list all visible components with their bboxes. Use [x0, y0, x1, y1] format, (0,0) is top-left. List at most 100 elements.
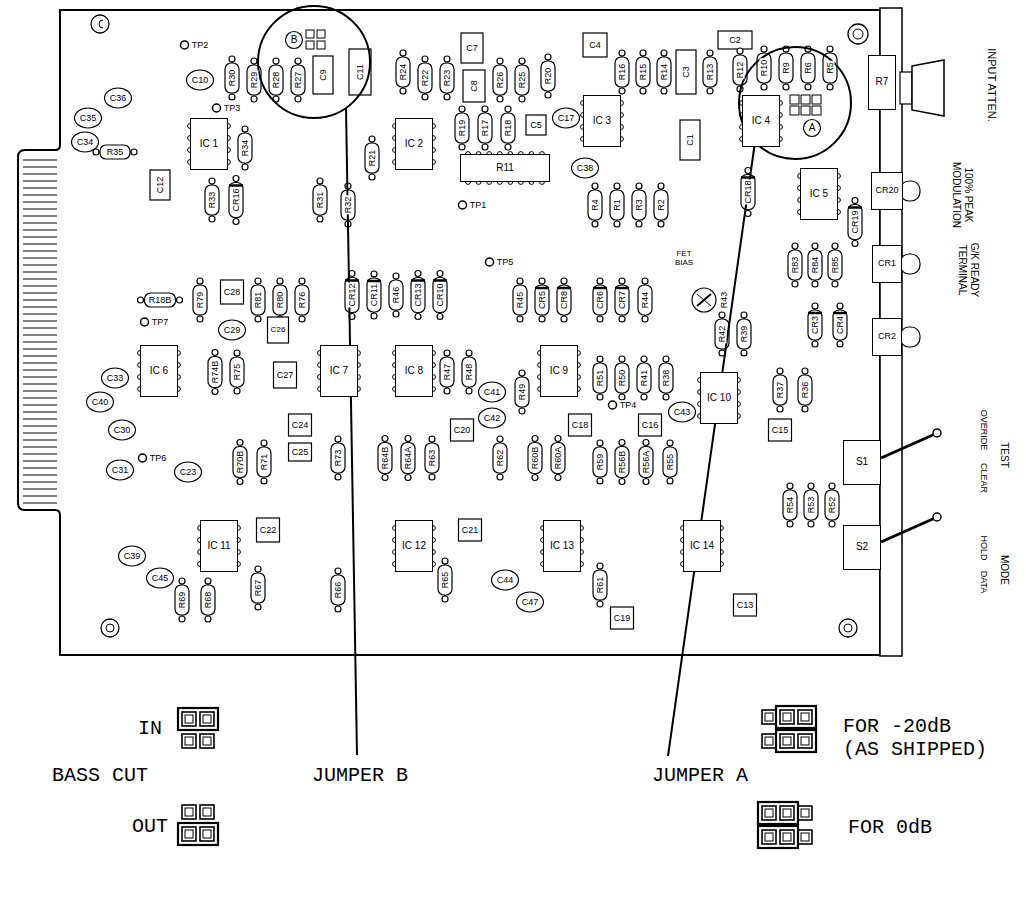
component	[828, 243, 842, 287]
diode-label: CR13	[414, 282, 423, 307]
resistor-label: R14	[660, 63, 669, 82]
resistor-body	[418, 63, 432, 93]
jumper-pin-hole	[783, 737, 791, 745]
resistor-label: R39	[740, 325, 749, 344]
resistor-body	[659, 363, 673, 393]
resistor-label: R68	[204, 591, 213, 610]
resistor-body	[593, 447, 607, 477]
resistor-body	[823, 53, 837, 83]
component-designator: IC 13	[550, 541, 574, 552]
component	[654, 183, 668, 227]
component-label: C3	[682, 65, 691, 79]
solder-pad	[212, 350, 218, 356]
solder-pad	[792, 243, 798, 249]
jumper-pin	[790, 106, 799, 115]
component	[610, 183, 624, 227]
ic-chip: IC 10	[700, 372, 738, 424]
solder-pad	[131, 149, 137, 155]
resistor-body	[493, 65, 507, 95]
jumper-pin	[780, 710, 794, 724]
jumper-pin	[798, 734, 812, 748]
resistor-body	[654, 190, 668, 220]
edge-finger	[23, 383, 57, 384]
component-designator: IC 14	[690, 541, 714, 552]
solder-pad	[277, 278, 283, 284]
component	[493, 436, 507, 480]
solder-pad	[442, 596, 448, 602]
solder-pad	[466, 388, 472, 394]
component	[676, 50, 696, 94]
capacitor-label: C41	[483, 388, 502, 397]
solder-pad	[437, 314, 443, 320]
resistor-body	[440, 357, 454, 387]
ic-chip: IC 2	[395, 118, 433, 170]
solder-pad	[787, 521, 793, 527]
edge-finger	[23, 250, 57, 251]
diode-band	[808, 312, 822, 315]
component	[804, 120, 821, 137]
solder-pad	[642, 316, 648, 322]
solder-pad	[299, 316, 305, 322]
solder-pad	[852, 241, 858, 247]
annotation-label: OUT	[131, 815, 169, 838]
ic-chip: IC 8	[395, 345, 433, 397]
component	[425, 436, 439, 480]
component-designator: IC 6	[150, 366, 168, 377]
component-designator: IC 4	[752, 116, 770, 127]
solder-pad	[233, 219, 239, 225]
solder-pad	[761, 46, 767, 52]
diode-label: CR4	[836, 315, 845, 335]
edge-finger	[23, 348, 57, 349]
solder-pad	[597, 440, 603, 446]
diode-band	[433, 279, 447, 282]
resistor-body	[541, 61, 555, 91]
resistor-label: R35	[106, 148, 125, 157]
resistor-label: R38	[662, 369, 671, 388]
component	[331, 436, 345, 480]
solder-pad	[261, 478, 267, 484]
solder-pad	[212, 389, 218, 395]
trimmer-slot	[697, 294, 711, 306]
led-indicator: CR1	[872, 245, 902, 283]
jumper-callout-letter: A	[808, 123, 817, 133]
component	[208, 350, 222, 395]
component	[636, 50, 650, 94]
edge-finger	[23, 236, 57, 237]
component	[733, 48, 747, 92]
component	[141, 318, 149, 326]
component	[205, 178, 219, 222]
resistor-label: R27	[294, 71, 303, 90]
resistor-label: R50	[618, 369, 627, 388]
edge-finger	[23, 369, 57, 370]
edge-finger	[23, 166, 57, 167]
component	[251, 278, 265, 322]
solder-pad	[737, 48, 743, 54]
test-point-label: TP1	[469, 201, 488, 210]
solder-pad	[335, 606, 341, 612]
capacitor-label: C42	[483, 414, 502, 423]
panel-label: 100% PEAK MODULATION	[951, 159, 974, 231]
diode-band	[557, 287, 571, 290]
jumper-header	[178, 805, 218, 845]
component	[193, 278, 207, 322]
diode-label: CR7	[618, 290, 627, 310]
solder-pad	[209, 216, 215, 222]
component	[615, 278, 629, 322]
component-designator: IC 5	[810, 189, 828, 200]
component	[175, 578, 189, 622]
mounting-hole	[91, 15, 109, 33]
component	[479, 382, 506, 402]
diode-body	[535, 285, 549, 315]
solder-pad	[251, 96, 257, 102]
solder-pad	[597, 601, 603, 607]
component	[734, 594, 757, 616]
solder-pad	[519, 96, 525, 102]
capacitor-outline	[553, 108, 580, 128]
solder-pad	[614, 183, 620, 189]
solder-pad	[837, 341, 843, 347]
component	[517, 592, 544, 612]
capacitor-box	[459, 519, 482, 541]
solder-pad	[539, 316, 545, 322]
component-label: C19	[613, 614, 632, 623]
component-designator: CR20	[875, 186, 898, 195]
